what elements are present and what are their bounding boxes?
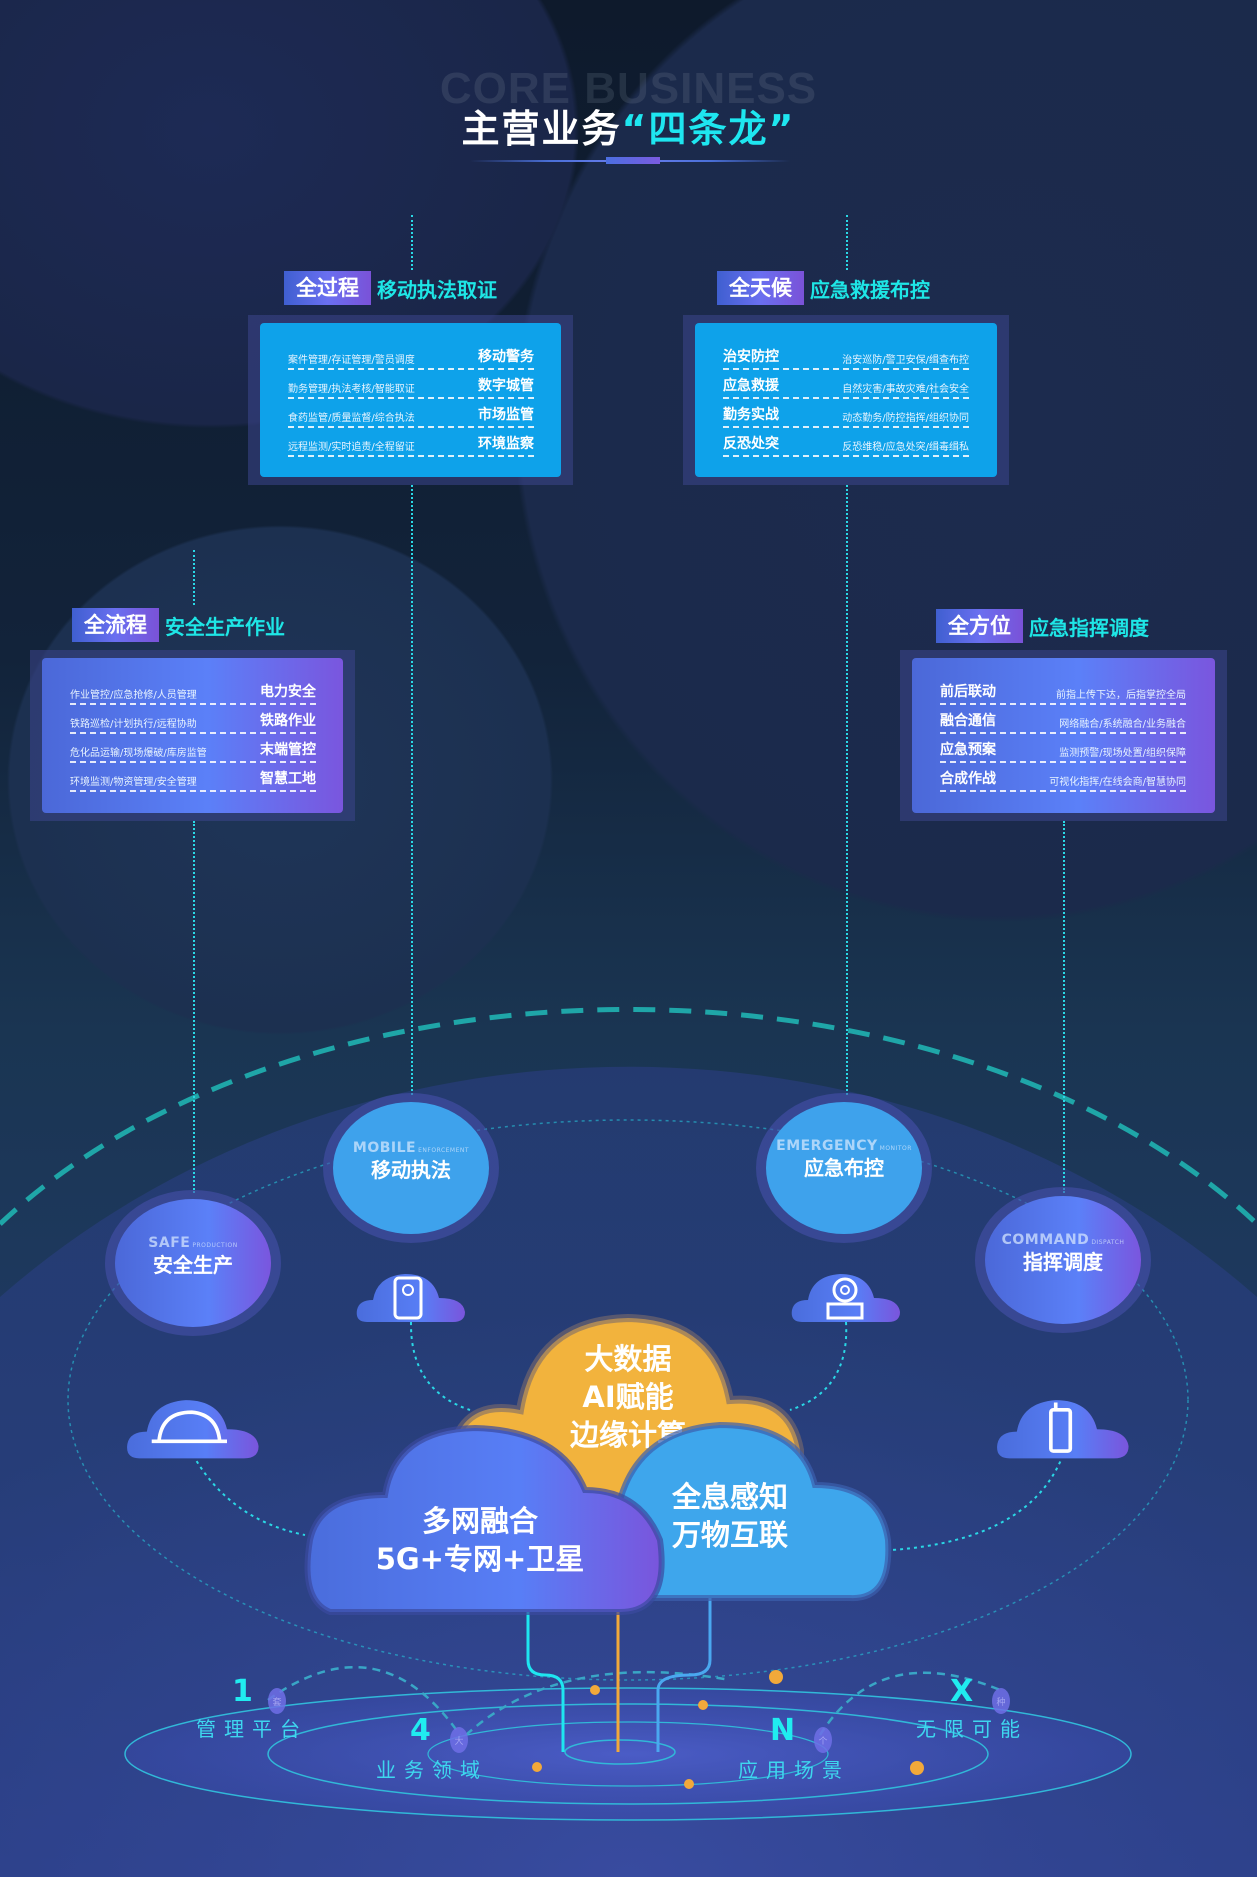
panel-tag: 全方位 — [936, 609, 1023, 643]
base-number: 4 — [410, 1713, 431, 1748]
panel-tag: 全天候 — [717, 271, 804, 305]
row-key: 勤务实战 — [723, 407, 779, 423]
base-number: 1 — [232, 1674, 253, 1709]
connector-line — [411, 485, 413, 1095]
row-key: 末端管控 — [260, 742, 316, 758]
panel-subtitle: 安全生产作业 — [165, 614, 285, 639]
row-detail: 铁路巡检/计划执行/远程协助 — [70, 719, 197, 730]
panel-command-dispatch: 前后联动 前指上传下达，后指掌控全局 融合通信 网络融合/系统融合/业务融合 应急预… — [900, 650, 1227, 821]
row-detail: 案件管理/存证管理/警员调度 — [288, 355, 415, 366]
panel-subtitle: 移动执法取证 — [377, 277, 497, 302]
row-detail: 前指上传下达，后指掌控全局 — [1056, 690, 1186, 701]
base-dot: 种 — [992, 1688, 1010, 1714]
helmet-icon — [127, 1400, 259, 1459]
row-key: 反恐处突 — [723, 436, 779, 452]
row-detail: 勤务管理/执法考核/智能取证 — [288, 384, 415, 395]
panel-tag: 全过程 — [284, 271, 371, 305]
background-heading: CORE BUSINESS — [439, 64, 818, 113]
row-key: 治安防控 — [723, 349, 779, 365]
row-key: 应急预案 — [940, 742, 996, 758]
row-key: 前后联动 — [940, 684, 996, 700]
row-detail: 作业管控/应急抢修/人员管理 — [70, 690, 197, 701]
row-detail: 动态勤务/防控指挥/组织协同 — [842, 413, 969, 424]
connector-line — [193, 550, 195, 605]
title-main: 主营业务 — [461, 107, 622, 151]
bubble-zh: 安全生产 — [153, 1253, 233, 1277]
base-dot: 套 — [268, 1688, 286, 1714]
bubble-zh: 指挥调度 — [1023, 1250, 1103, 1274]
bubble-zh: 应急布控 — [804, 1156, 884, 1180]
connector-line — [193, 821, 195, 1193]
row-detail: 可视化指挥/在线会商/智慧协同 — [1049, 777, 1186, 788]
row-detail: 监测预警/现场处置/组织保障 — [1059, 748, 1186, 759]
row-key: 应急救援 — [723, 378, 779, 394]
page-title: 主营业务“四条龙” — [0, 98, 1257, 153]
bubble-zh: 移动执法 — [371, 1158, 451, 1182]
row-key: 环境监察 — [478, 436, 534, 452]
connector-line — [411, 215, 413, 270]
panel-emergency-rescue: 治安防控 治安巡防/警卫安保/缉查布控 应急救援 自然灾害/事故灾难/社会安全 勤务… — [683, 315, 1009, 485]
cloud-blue-text: 全息感知万物互联 — [671, 1480, 788, 1552]
panel-safe-production: 作业管控/应急抢修/人员管理 电力安全 铁路巡检/计划执行/远程协助 铁路作业 危化… — [30, 650, 355, 821]
title-underline-accent — [606, 157, 660, 164]
base-dot: 大 — [450, 1727, 468, 1753]
base-ellipse-outer — [124, 1687, 1132, 1821]
row-key: 电力安全 — [260, 684, 316, 700]
row-detail: 治安巡防/警卫安保/缉查布控 — [842, 355, 969, 366]
row-detail: 环境监测/物资管理/安全管理 — [70, 777, 197, 788]
panel-header-mobile-enforcement: 全过程移动执法取证 — [284, 271, 497, 305]
row-key: 合成作战 — [940, 771, 996, 787]
base-number: X — [950, 1674, 974, 1709]
connector-line — [846, 485, 848, 1095]
panel-subtitle: 应急救援布控 — [810, 277, 930, 302]
row-key: 铁路作业 — [260, 713, 316, 729]
row-detail: 危化品运输/现场爆破/库房监管 — [70, 748, 207, 759]
body-camera-icon — [356, 1274, 465, 1322]
base-label: 无限可能 — [916, 1717, 1028, 1741]
panel-mobile-enforcement: 案件管理/存证管理/警员调度 移动警务 勤务管理/执法考核/智能取证 数字城管 食药… — [248, 315, 573, 485]
ptz-camera-icon — [791, 1274, 900, 1322]
panel-header-emergency-rescue: 全天候应急救援布控 — [717, 271, 930, 305]
panel-header-safe-production: 全流程安全生产作业 — [72, 608, 285, 642]
row-key: 移动警务 — [478, 349, 534, 365]
row-detail: 网络融合/系统融合/业务融合 — [1059, 719, 1186, 730]
row-key: 数字城管 — [478, 378, 534, 394]
base-label: 应用场景 — [738, 1758, 850, 1782]
panel-tag: 全流程 — [72, 608, 159, 642]
base-label: 业务领域 — [376, 1758, 488, 1782]
base-number: N — [770, 1713, 796, 1748]
title-highlight: “四条龙” — [621, 107, 796, 151]
row-detail: 自然灾害/事故灾难/社会安全 — [842, 384, 969, 395]
row-detail: 食药监管/质量监督/综合执法 — [288, 413, 415, 424]
panel-header-command-dispatch: 全方位应急指挥调度 — [936, 609, 1149, 643]
row-key: 融合通信 — [940, 713, 996, 729]
row-detail: 远程监测/实时追责/全程留证 — [288, 442, 415, 453]
panel-subtitle: 应急指挥调度 — [1029, 615, 1149, 640]
handheld-terminal-icon — [997, 1400, 1129, 1459]
base-dot: 个 — [814, 1727, 832, 1753]
base-label: 管理平台 — [196, 1717, 308, 1741]
connector-line — [846, 215, 848, 270]
connector-line — [1063, 821, 1065, 1193]
row-key: 市场监管 — [478, 407, 534, 423]
row-detail: 反恐维稳/应急处突/缉毒缉私 — [842, 442, 969, 453]
dashed-arc — [0, 1007, 1257, 1226]
row-key: 智慧工地 — [260, 771, 316, 787]
